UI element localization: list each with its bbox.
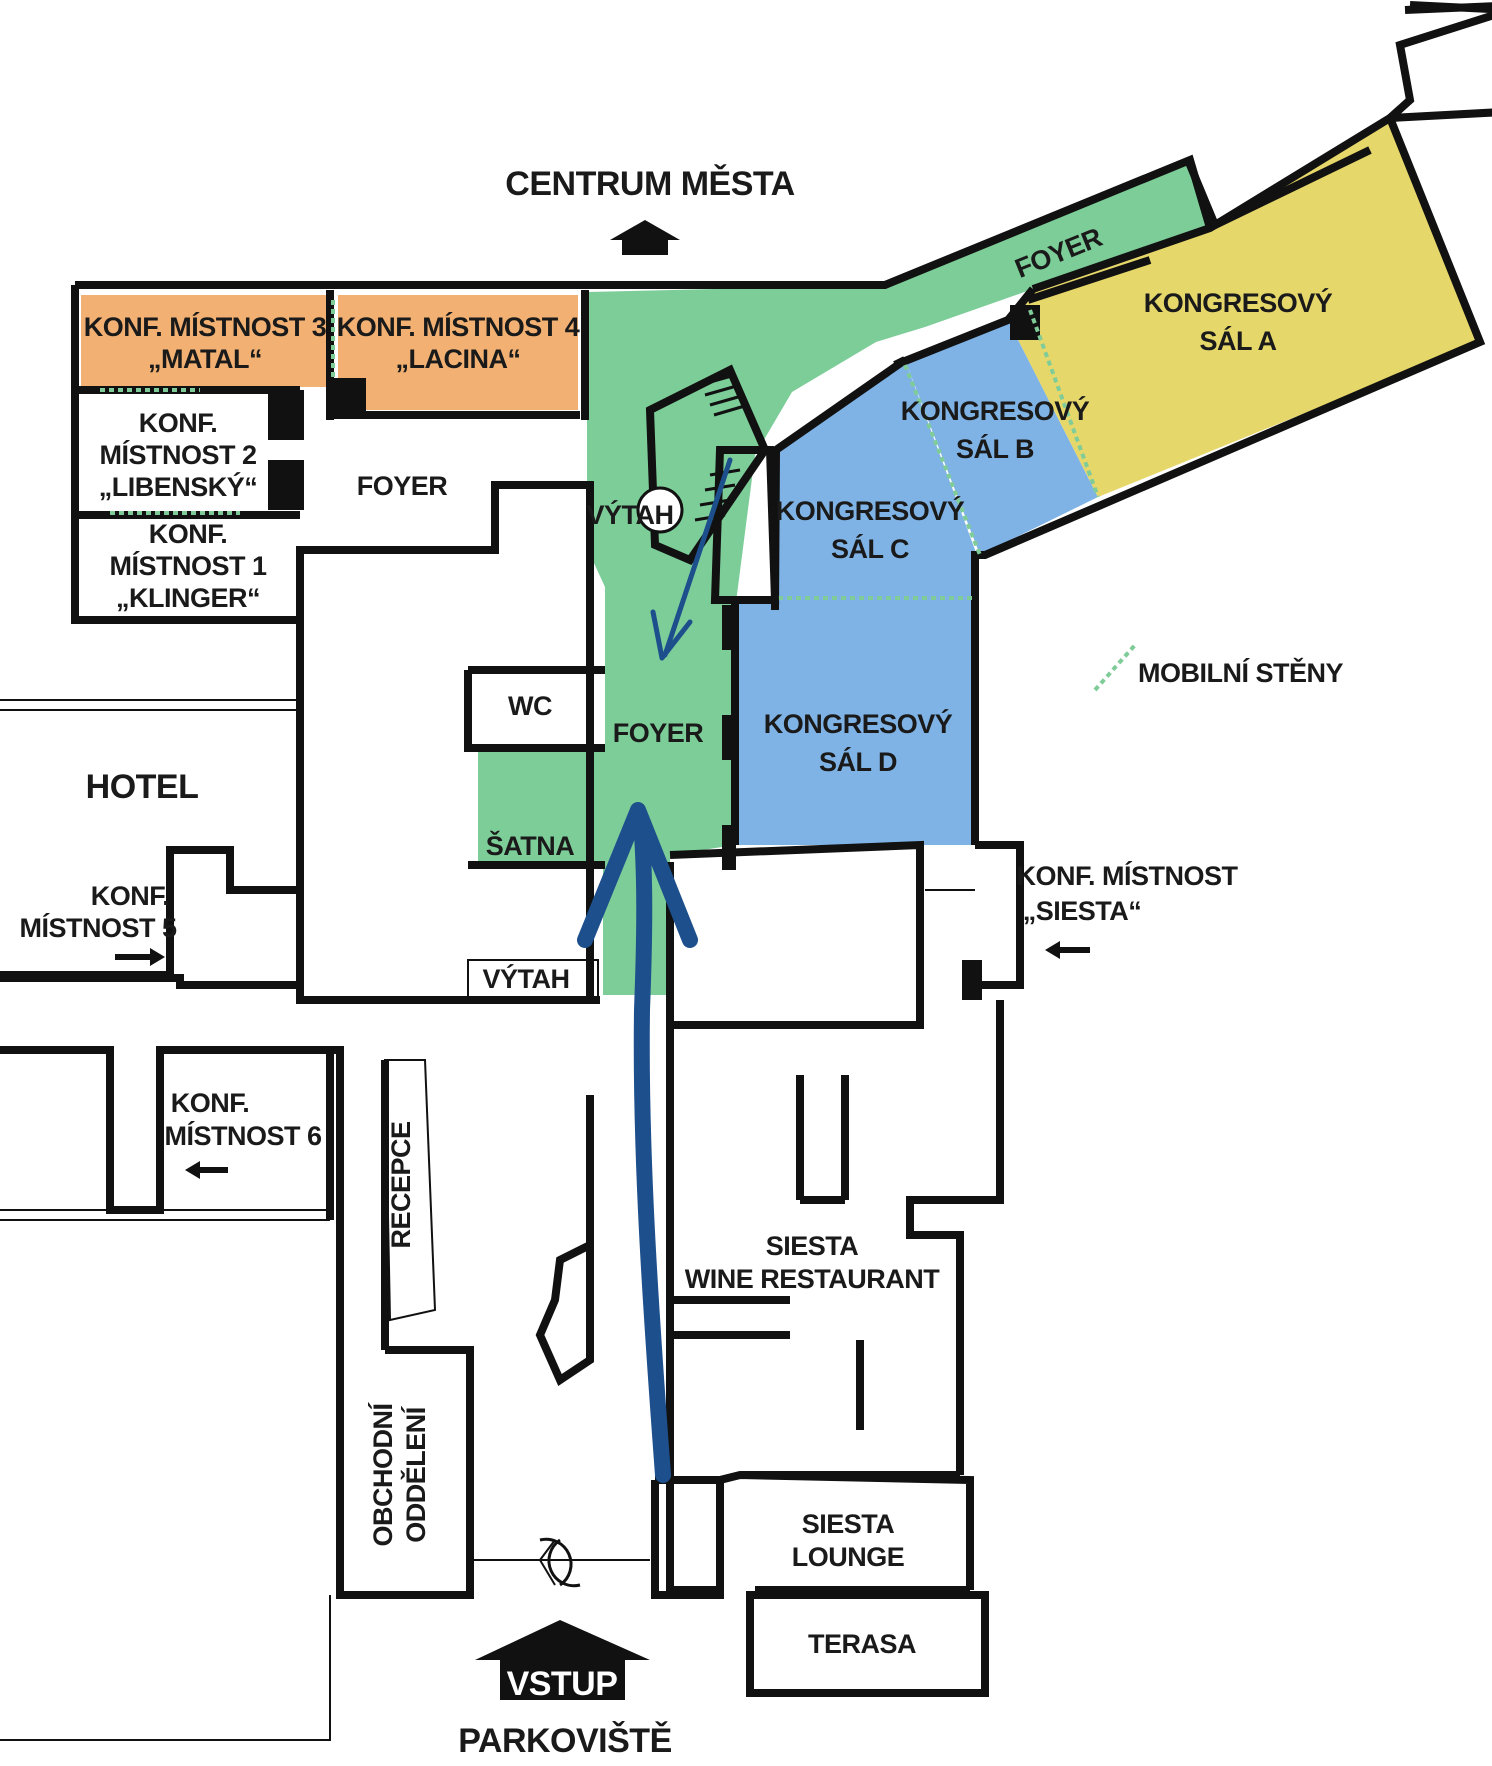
mobile-wall-legend bbox=[1093, 643, 1137, 692]
label-lounge: SIESTA bbox=[802, 1509, 895, 1539]
label-sal-c: KONGRESOVÝ bbox=[776, 495, 965, 526]
label-recepce: RECEPCE bbox=[386, 1121, 416, 1248]
label-konf6: KONF. bbox=[171, 1088, 250, 1118]
label-obchodni: OBCHODNÍ bbox=[367, 1402, 398, 1547]
zone-konf-3 bbox=[81, 295, 331, 387]
label-sal-c-line2: SÁL C bbox=[831, 533, 909, 564]
label-konf1: KONF. bbox=[149, 519, 228, 549]
label-vytah-lower: VÝTAH bbox=[482, 963, 569, 994]
label-konf4: KONF. MÍSTNOST 4 bbox=[337, 311, 580, 342]
label-konf1-name: „KLINGER“ bbox=[116, 583, 260, 613]
zone-sal-a bbox=[1008, 118, 1480, 497]
label-sal-b: KONGRESOVÝ bbox=[901, 395, 1090, 426]
label-siesta: KONF. MÍSTNOST bbox=[1017, 860, 1239, 891]
label-konf4-name: „LACINA“ bbox=[396, 344, 521, 374]
label-sal-d-line2: SÁL D bbox=[819, 746, 897, 777]
label-konf2-line2: MÍSTNOST 2 bbox=[99, 439, 256, 470]
zone-sal-d bbox=[735, 600, 972, 845]
arrow-left-icon bbox=[185, 1161, 228, 1179]
label-konf5: KONF. bbox=[91, 881, 170, 911]
label-foyer-west: FOYER bbox=[357, 471, 448, 501]
arrow-left-icon bbox=[1045, 941, 1090, 959]
label-satna: ŠATNA bbox=[486, 830, 575, 861]
label-konf2: KONF. bbox=[139, 408, 218, 438]
label-wc: WC bbox=[508, 691, 552, 721]
label-vytah-upper: VÝTAH bbox=[586, 499, 673, 530]
label-sal-a-line2: SÁL A bbox=[1199, 325, 1276, 356]
label-konf2-name: „LIBENSKÝ“ bbox=[99, 471, 258, 502]
arrow-up-icon bbox=[475, 1620, 650, 1700]
label-obchodni-line2: ODDĚLENÍ bbox=[400, 1405, 431, 1543]
arrow-up-icon bbox=[610, 220, 680, 255]
route-arrow-icon bbox=[577, 457, 733, 1483]
zone-foyer bbox=[478, 160, 1210, 995]
label-konf6-line2: MÍSTNOST 6 bbox=[164, 1120, 321, 1151]
label-konf5-line2: MÍSTNOST 5 bbox=[19, 912, 176, 943]
arrow-right-icon bbox=[115, 948, 165, 966]
label-foyer-main: FOYER bbox=[613, 718, 704, 748]
label-hotel: HOTEL bbox=[86, 768, 199, 806]
label-konf1-line2: MÍSTNOST 1 bbox=[109, 550, 266, 581]
zone-konf-4 bbox=[338, 295, 578, 410]
label-centrum-mesta: CENTRUM MĚSTA bbox=[505, 165, 794, 203]
label-parkoviste: PARKOVIŠTĚ bbox=[458, 1721, 672, 1760]
label-sal-b-line2: SÁL B bbox=[956, 433, 1034, 464]
revolving-door-icon bbox=[539, 1537, 581, 1588]
label-sal-a: KONGRESOVÝ bbox=[1144, 287, 1333, 318]
zones bbox=[81, 118, 1480, 995]
label-mobilni-steny: MOBILNÍ STĚNY bbox=[1138, 657, 1343, 688]
label-restaurant-line2: WINE RESTAURANT bbox=[685, 1264, 940, 1294]
label-konf3-name: „MATAL“ bbox=[148, 344, 262, 374]
label-restaurant: SIESTA bbox=[766, 1231, 859, 1261]
label-lounge-line2: LOUNGE bbox=[792, 1542, 905, 1572]
zone-sal-b bbox=[905, 320, 1098, 555]
label-siesta-name: „SIESTA“ bbox=[1023, 896, 1142, 926]
label-sal-d: KONGRESOVÝ bbox=[764, 708, 953, 739]
label-terasa: TERASA bbox=[808, 1629, 916, 1659]
label-vstup: VSTUP bbox=[507, 1665, 618, 1703]
labels: CENTRUM MĚSTA KONF. MÍSTNOST 3 „MATAL“ K… bbox=[19, 165, 1344, 1760]
label-konf3: KONF. MÍSTNOST 3 bbox=[84, 311, 327, 342]
